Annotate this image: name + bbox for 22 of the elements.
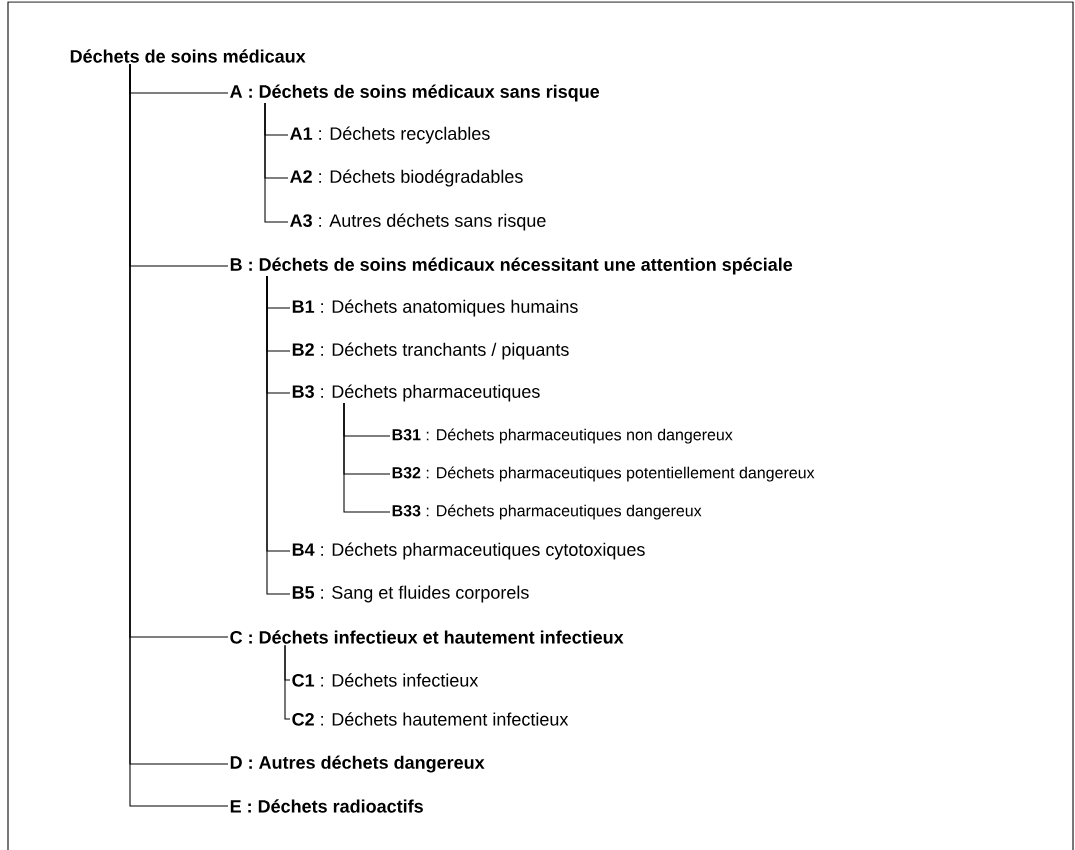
tree-connector <box>284 644 291 720</box>
tree-item: A : Déchets de soins médicaux sans risque <box>230 84 600 102</box>
tree-item: C : Déchets infectieux et hautement infectieux <box>230 630 624 644</box>
tree-item: B3 : Déchets pharmaceutiques <box>292 384 540 402</box>
tree-item: D : Autres déchets dangereux <box>230 755 485 773</box>
tree-item: B4 : Déchets pharmaceutiques cytotoxiques <box>292 542 645 560</box>
tree-item: A2 : Déchets biodégradables <box>290 169 523 187</box>
tree-item: B1 : Déchets anatomiques humains <box>292 299 578 317</box>
tree-item: B33 : Déchets pharmaceutiques dangereux <box>392 504 702 520</box>
tree-item: B5 : Sang et fluides corporels <box>292 585 529 603</box>
tree-connector <box>343 402 391 513</box>
tree-item: B : Déchets de soins médicaux nécessitant une attention spéciale <box>230 257 793 275</box>
tree-item: Déchets de soins médicaux <box>70 49 306 63</box>
tree-item: B32 : Déchets pharmaceutiques potentiellement dangereux <box>392 466 815 482</box>
tree-item: C1 : Déchets infectieux <box>292 673 479 687</box>
tree-connector <box>264 102 289 223</box>
tree-item: B2 : Déchets tranchants / piquants <box>292 342 569 360</box>
tree-item: B31 : Déchets pharmaceutiques non dangereux <box>392 428 733 444</box>
tree-item: A3 : Autres déchets sans risque <box>290 213 546 231</box>
tree-item: E : Déchets radioactifs <box>230 799 423 813</box>
tree-item: C2 : Déchets hautement infectieux <box>292 712 569 726</box>
tree-item: A1 : Déchets recyclables <box>290 126 490 144</box>
